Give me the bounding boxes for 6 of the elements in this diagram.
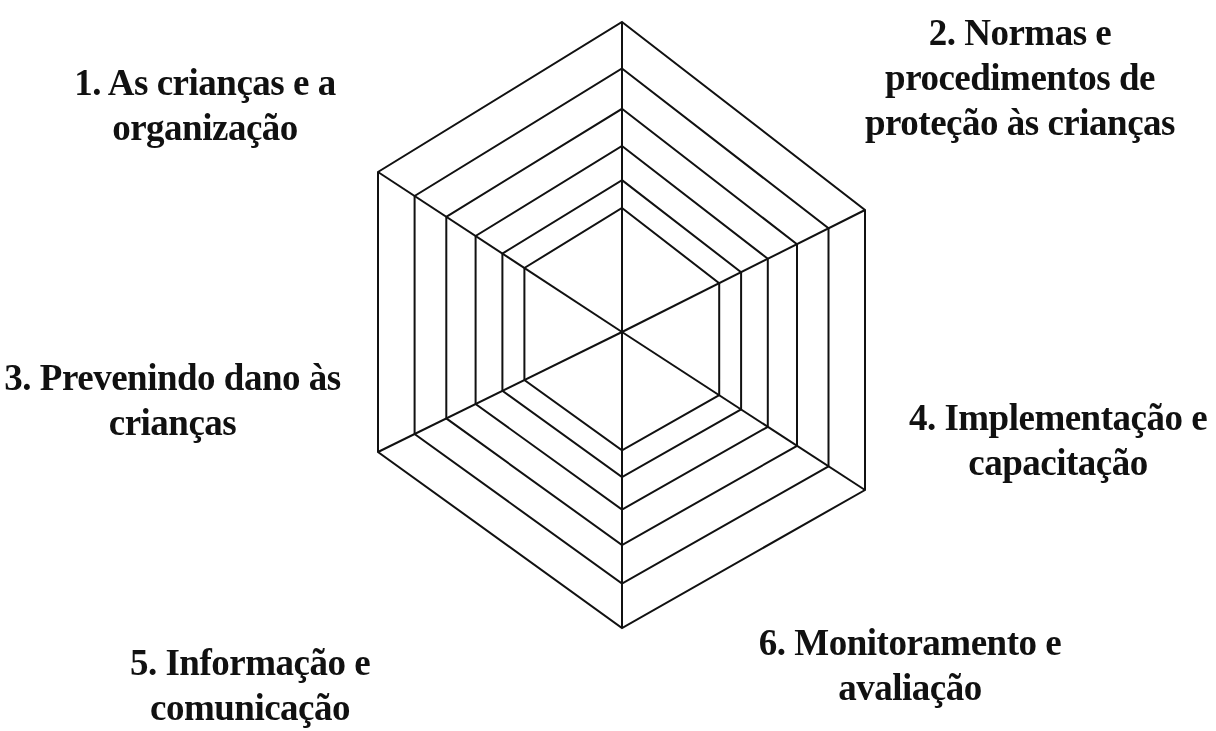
- axis-label: 6. Monitoramento e avaliação: [757, 621, 1063, 710]
- axis-label: 1. As crianças e a organização: [73, 61, 337, 150]
- axis-label: 4. Implementação e capacitação: [907, 396, 1209, 485]
- axis-label: 5. Informação e comunicação: [128, 641, 372, 730]
- axis-label: 2. Normas e procedimentos de proteção às crianças: [864, 11, 1176, 145]
- axis-label: 3. Prevenindo dano às crianças: [3, 356, 342, 445]
